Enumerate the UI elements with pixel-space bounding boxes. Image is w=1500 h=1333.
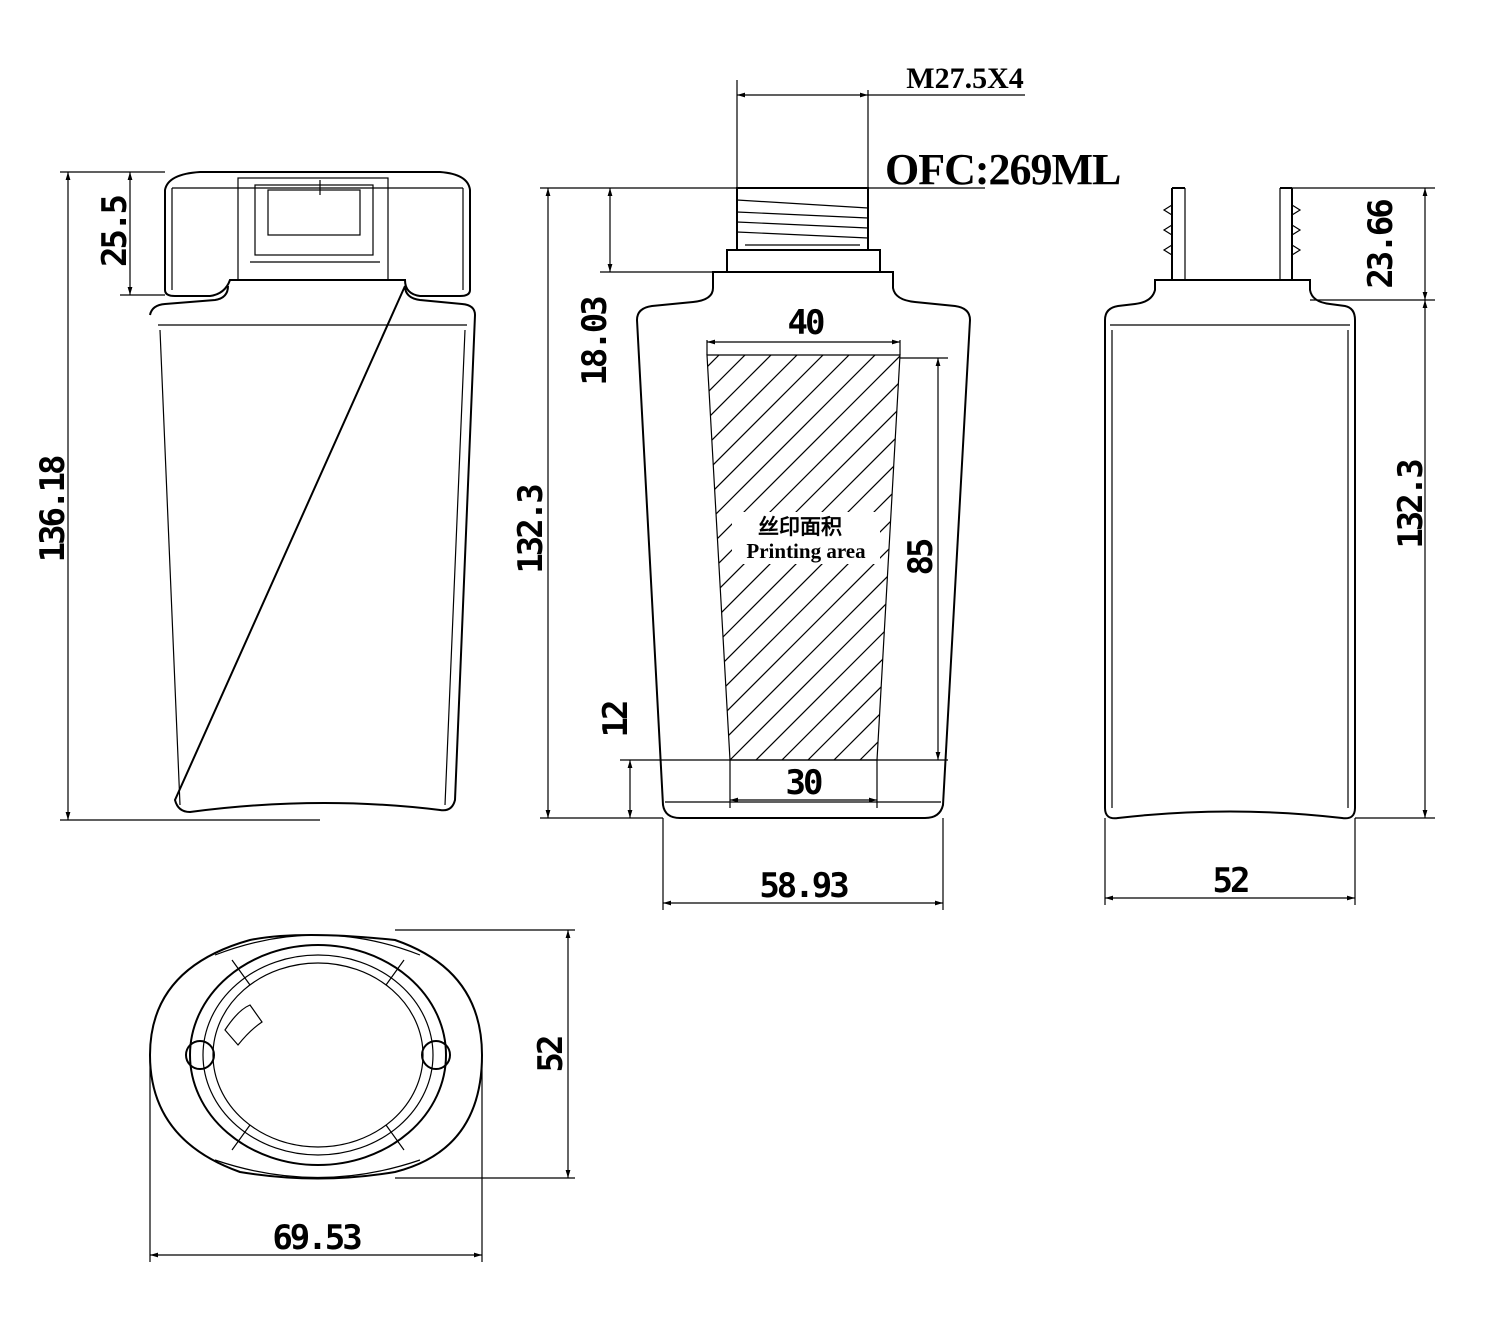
neck-height-label: 18.03: [575, 297, 615, 386]
total-height-label: 136.18: [33, 456, 73, 562]
hatch-line: [226, 350, 646, 770]
hatch-line: [707, 355, 777, 760]
print-bottom-width-label: 30: [786, 763, 822, 803]
hatch-line: [823, 355, 900, 760]
hatch-line: [707, 355, 855, 760]
hatch-line: [797, 355, 900, 760]
front-height-label: 132.3: [511, 485, 551, 574]
right-width-label: 52: [1213, 861, 1248, 901]
right-side-view: 23.66 132.3 52: [1104, 187, 1435, 905]
hatch-line: [707, 355, 881, 760]
right-height-label: 132.3: [1391, 460, 1431, 549]
cap-height-label: 25.5: [95, 196, 135, 267]
front-view: 丝印面积 Printing area M27.5X4 OFC:269ML 132…: [200, 62, 1400, 910]
print-top-width-label: 40: [788, 303, 824, 343]
hatch-line: [980, 350, 1400, 770]
hatch-line: [707, 355, 900, 760]
bottom-view: 52 69.53: [148, 929, 575, 1262]
print-bottom-offset-label: 12: [596, 702, 636, 737]
hatch-line: [707, 355, 829, 760]
hatch-line: [707, 355, 900, 760]
hatch-line: [719, 355, 900, 760]
printing-area-label-en: Printing area: [746, 539, 866, 563]
hatch-line: [707, 355, 803, 760]
bottom-width-label: 69.53: [272, 1218, 361, 1258]
hatch-line: [745, 355, 900, 760]
hatch-line: [928, 350, 1348, 770]
front-width-label: 58.93: [759, 866, 848, 906]
capacity-label: OFC:269ML: [885, 145, 1120, 194]
thread-spec-label: M27.5X4: [906, 62, 1023, 95]
hatch-line: [771, 355, 900, 760]
side-view-with-cap: 136.18 25.5: [33, 171, 477, 821]
printing-area-label-cn: 丝印面积: [758, 515, 842, 539]
hatch-line: [200, 350, 620, 770]
print-height-label: 85: [901, 539, 941, 575]
right-neck-height-label: 23.66: [1361, 200, 1401, 289]
bottom-depth-label: 52: [531, 1037, 571, 1072]
hatch-line: [954, 350, 1374, 770]
hatch-line: [707, 355, 900, 760]
